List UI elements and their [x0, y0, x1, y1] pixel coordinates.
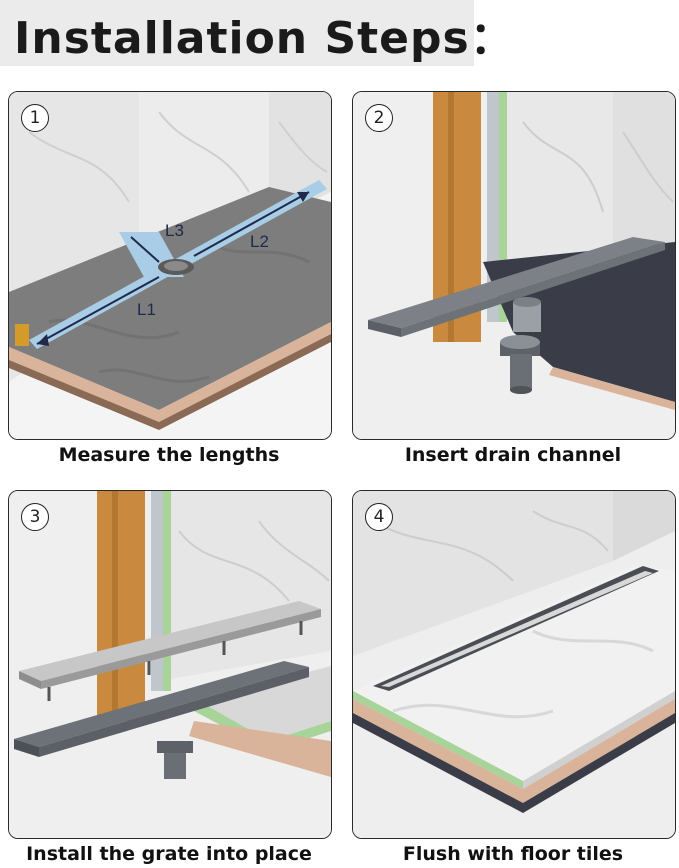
step-1-panel: 1 L3 L2 L1 [8, 91, 332, 440]
step-3-number: 3 [21, 503, 49, 531]
step-1-caption: Measure the lengths [58, 444, 280, 466]
step-4-number: 4 [365, 503, 393, 531]
step-2-panel: 2 [352, 91, 676, 440]
step-2-caption: Insert drain channel [404, 444, 622, 466]
step-4-illustration [353, 491, 675, 838]
label-l2: L2 [250, 232, 269, 251]
step-3-caption: Install the grate into place [26, 843, 312, 865]
step-2-illustration [353, 92, 675, 439]
label-l3: L3 [165, 221, 184, 240]
page-title: Installation Steps： [14, 13, 515, 64]
title-band [0, 0, 474, 66]
step-2-number: 2 [365, 104, 393, 132]
label-l1: L1 [137, 300, 156, 319]
step-1-number: 1 [21, 104, 49, 132]
step-4-caption: Flush with floor tiles [402, 843, 624, 865]
step-3-illustration [9, 491, 331, 838]
step-1-illustration [9, 92, 331, 439]
step-4-panel: 4 [352, 490, 676, 839]
step-3-panel: 3 [8, 490, 332, 839]
